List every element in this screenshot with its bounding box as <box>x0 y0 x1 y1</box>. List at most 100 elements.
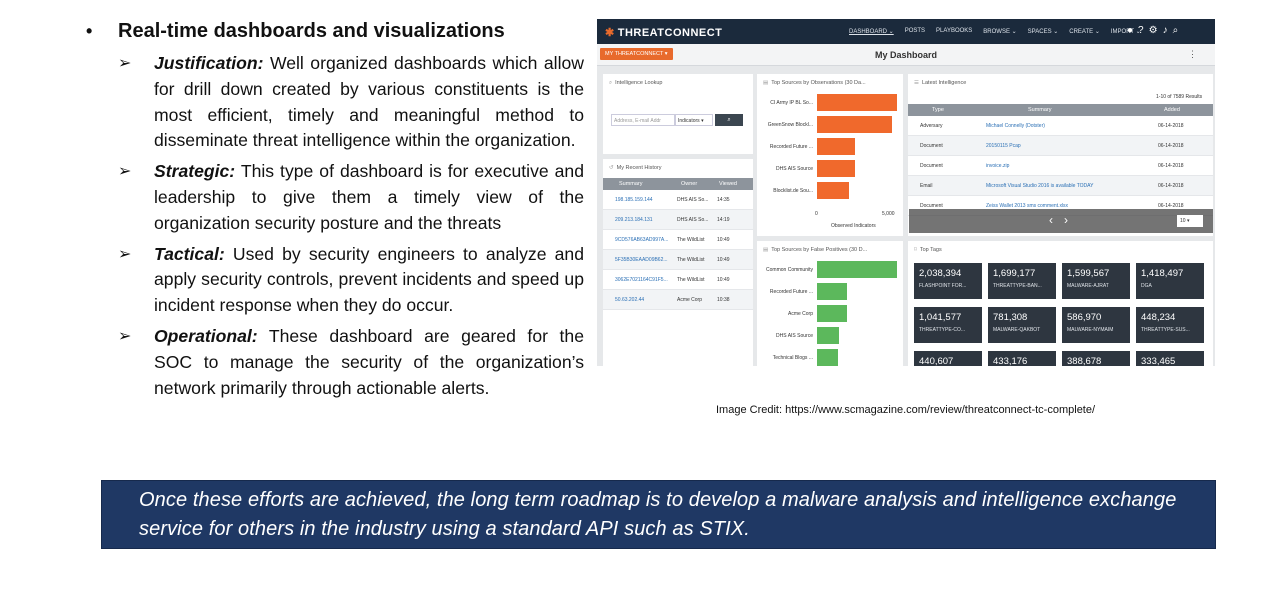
nav-create[interactable]: CREATE ⌄ <box>1069 29 1100 35</box>
history-icon: ↺ <box>609 165 614 171</box>
help-icon[interactable]: ? <box>1138 25 1144 36</box>
gear-icon[interactable]: ⚙ <box>1148 25 1158 36</box>
panel-title: Latest Intelligence <box>921 80 967 86</box>
bar-label: DHS AIS Source <box>776 333 813 339</box>
tag-count: 433,176 <box>993 356 1028 366</box>
axis-tick-min: 0 <box>815 211 818 217</box>
lookup-input[interactable]: Address, E-mail Addr <box>611 114 675 126</box>
recent-history-panel: ↺My Recent History Summary Owner Viewed … <box>603 159 753 366</box>
table-header: Type Summary Added <box>908 104 1213 116</box>
tag-label: THREATTYPE-BAN... <box>993 283 1042 289</box>
image-credit: Image Credit: https://www.scmagazine.com… <box>716 404 1096 416</box>
tag-count: 440,607 <box>919 356 954 366</box>
bar-label: Blocklist.de Sou... <box>773 188 813 194</box>
bar[interactable] <box>817 261 897 278</box>
tag-tile[interactable]: 433,176 <box>988 351 1056 366</box>
sub-bullet-justification: ➢ Justification: Well organized dashboar… <box>118 51 586 154</box>
intelligence-lookup-panel: ⌕ Intelligence Lookup Address, E-mail Add… <box>603 74 753 154</box>
sub-bullet-label: Justification: <box>154 53 264 73</box>
arrow-bullet-icon: ➢ <box>118 245 132 263</box>
tag-count: 333,465 <box>1141 356 1176 366</box>
tag-count: 388,678 <box>1067 356 1102 366</box>
tag-label: MALWARE-AJRAT <box>1067 283 1109 289</box>
my-threatconnect-button[interactable]: MY THREATCONNECT ▾ <box>600 48 673 60</box>
bar[interactable] <box>817 116 892 133</box>
bar[interactable] <box>817 160 855 177</box>
tag-label: THREATTYPE-SUS... <box>1141 327 1190 333</box>
bar[interactable] <box>817 283 847 300</box>
lookup-type-select[interactable]: Indicators ▾ <box>675 114 713 126</box>
nav-playbooks[interactable]: PLAYBOOKS <box>936 28 973 34</box>
tag-count: 2,038,394 <box>919 268 962 279</box>
panel-title: Top Sources by False Positives (30 D... <box>771 247 868 253</box>
tag-tile[interactable]: 388,678 <box>1062 351 1130 366</box>
sub-bullet-label: Operational: <box>154 325 258 346</box>
lookup-search-button[interactable]: ⌕ <box>715 114 743 126</box>
threatconnect-logo: ✱THREATCONNECT <box>605 27 723 39</box>
sub-bullet-text: This type of dashboard is for executive … <box>154 161 584 233</box>
bar[interactable] <box>817 349 838 366</box>
bar[interactable] <box>817 138 855 155</box>
bar[interactable] <box>817 182 849 199</box>
banner-text: Once these efforts are achieved, the lon… <box>139 489 1177 540</box>
bar[interactable] <box>817 94 897 111</box>
bar-label: Recorded Future ... <box>769 144 813 150</box>
nav-spaces[interactable]: SPACES ⌄ <box>1027 29 1059 35</box>
dashboard-title: My Dashboard <box>874 50 937 60</box>
top-sources-observations-panel: ▤Top Sources by Observations (30 Da... C… <box>757 74 903 236</box>
arrow-bullet-icon: ➢ <box>118 163 132 181</box>
pagination-overlay: ‹ › 10 ▾ <box>909 209 1213 233</box>
chevron-right-icon[interactable]: › <box>1064 213 1068 227</box>
page-size-select[interactable]: 10 ▾ <box>1177 215 1203 227</box>
nav-browse[interactable]: BROWSE ⌄ <box>983 29 1017 35</box>
avatar-icon[interactable]: ● <box>1127 25 1134 36</box>
tag-icon: ⌑ <box>914 247 917 253</box>
nav-import[interactable]: IMPORT ⌄ <box>1110 29 1141 35</box>
main-nav: DASHBOARD ⌄ POSTS PLAYBOOKS BROWSE ⌄ SPA… <box>849 28 1141 35</box>
logo-icon: ✱ <box>605 27 615 39</box>
result-count: 1-10 of 7589 Results <box>1156 94 1203 100</box>
tag-count: 1,599,567 <box>1067 268 1110 279</box>
sub-bullet-list: ➢ Justification: Well organized dashboar… <box>86 51 586 401</box>
search-icon[interactable]: ⌕ <box>1172 25 1179 36</box>
tag-tile[interactable]: 440,607 <box>914 351 982 366</box>
kebab-menu-icon[interactable]: ⋮ <box>1188 49 1197 59</box>
nav-posts[interactable]: POSTS <box>904 28 926 34</box>
nav-dashboard[interactable]: DASHBOARD ⌄ <box>849 29 894 35</box>
bell-icon[interactable]: ♪ <box>1162 25 1168 36</box>
bar[interactable] <box>817 305 847 322</box>
bar-label: GreenSnow Blockl... <box>767 122 813 128</box>
chevron-left-icon[interactable]: ‹ <box>1049 213 1053 227</box>
bar-label: Technical Blogs ... <box>772 355 813 361</box>
sub-bullet-text: Used by security engineers to analyze an… <box>154 243 584 316</box>
tag-label: MALWARE-NYMAIM <box>1067 327 1114 333</box>
bar-label: DHS AIS Source <box>776 166 813 172</box>
bar[interactable] <box>817 327 839 344</box>
roadmap-banner: Once these efforts are achieved, the lon… <box>101 480 1216 549</box>
bullet-heading: Real-time dashboards and visualizations <box>118 20 505 42</box>
bar-label: CI Army IP BL So... <box>770 100 813 106</box>
tag-label: MALWARE-QAKBOT <box>993 327 1041 333</box>
sub-bullet-tactical: ➢ Tactical: Used by security engineers t… <box>118 242 586 319</box>
tag-tile[interactable]: 333,465 <box>1136 351 1204 366</box>
panel-title: Intelligence Lookup <box>615 80 663 86</box>
